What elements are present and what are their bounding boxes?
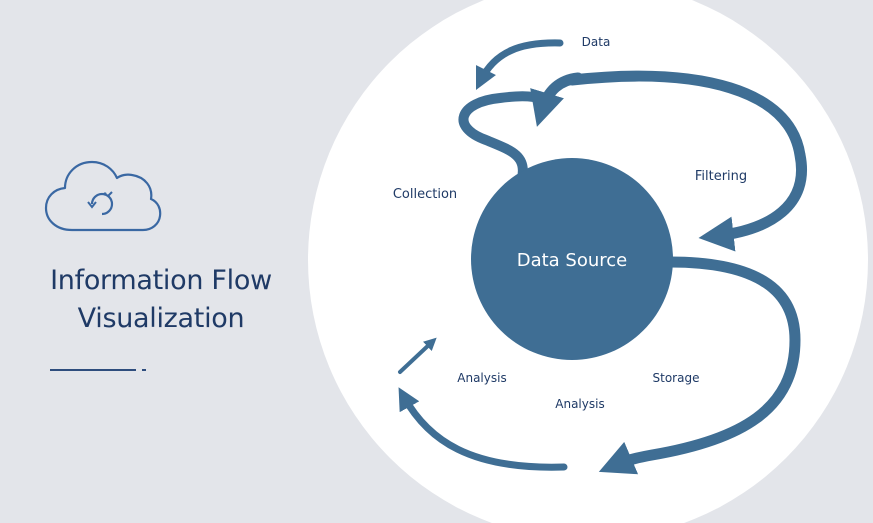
data-source-node	[471, 158, 673, 360]
arrow-storage-loop	[598, 256, 801, 475]
title-line-1: Information Flow	[50, 265, 272, 296]
data-source-label: Data Source	[517, 250, 628, 271]
arrow-collection-wave	[458, 91, 538, 183]
cloud-sync-icon	[44, 160, 162, 232]
arrow-top-loop-start	[530, 72, 584, 127]
arrow-data-top	[475, 39, 564, 91]
label-storage: Storage	[653, 371, 700, 385]
arrow-analysis-up	[398, 337, 437, 374]
arrow-top-loop	[566, 70, 807, 252]
label-data: Data	[582, 35, 611, 49]
label-collection: Collection	[393, 187, 457, 202]
label-analysis-bottom: Analysis	[555, 397, 604, 411]
title-divider-dot	[142, 369, 146, 371]
page-title: Information Flow Visualization	[30, 262, 292, 338]
title-line-2: Visualization	[77, 303, 245, 334]
label-filtering: Filtering	[695, 169, 747, 184]
label-analysis-left: Analysis	[457, 371, 506, 385]
arrow-analysis-bottom	[398, 387, 568, 471]
flow-arrows	[398, 39, 807, 475]
title-divider	[50, 369, 136, 371]
